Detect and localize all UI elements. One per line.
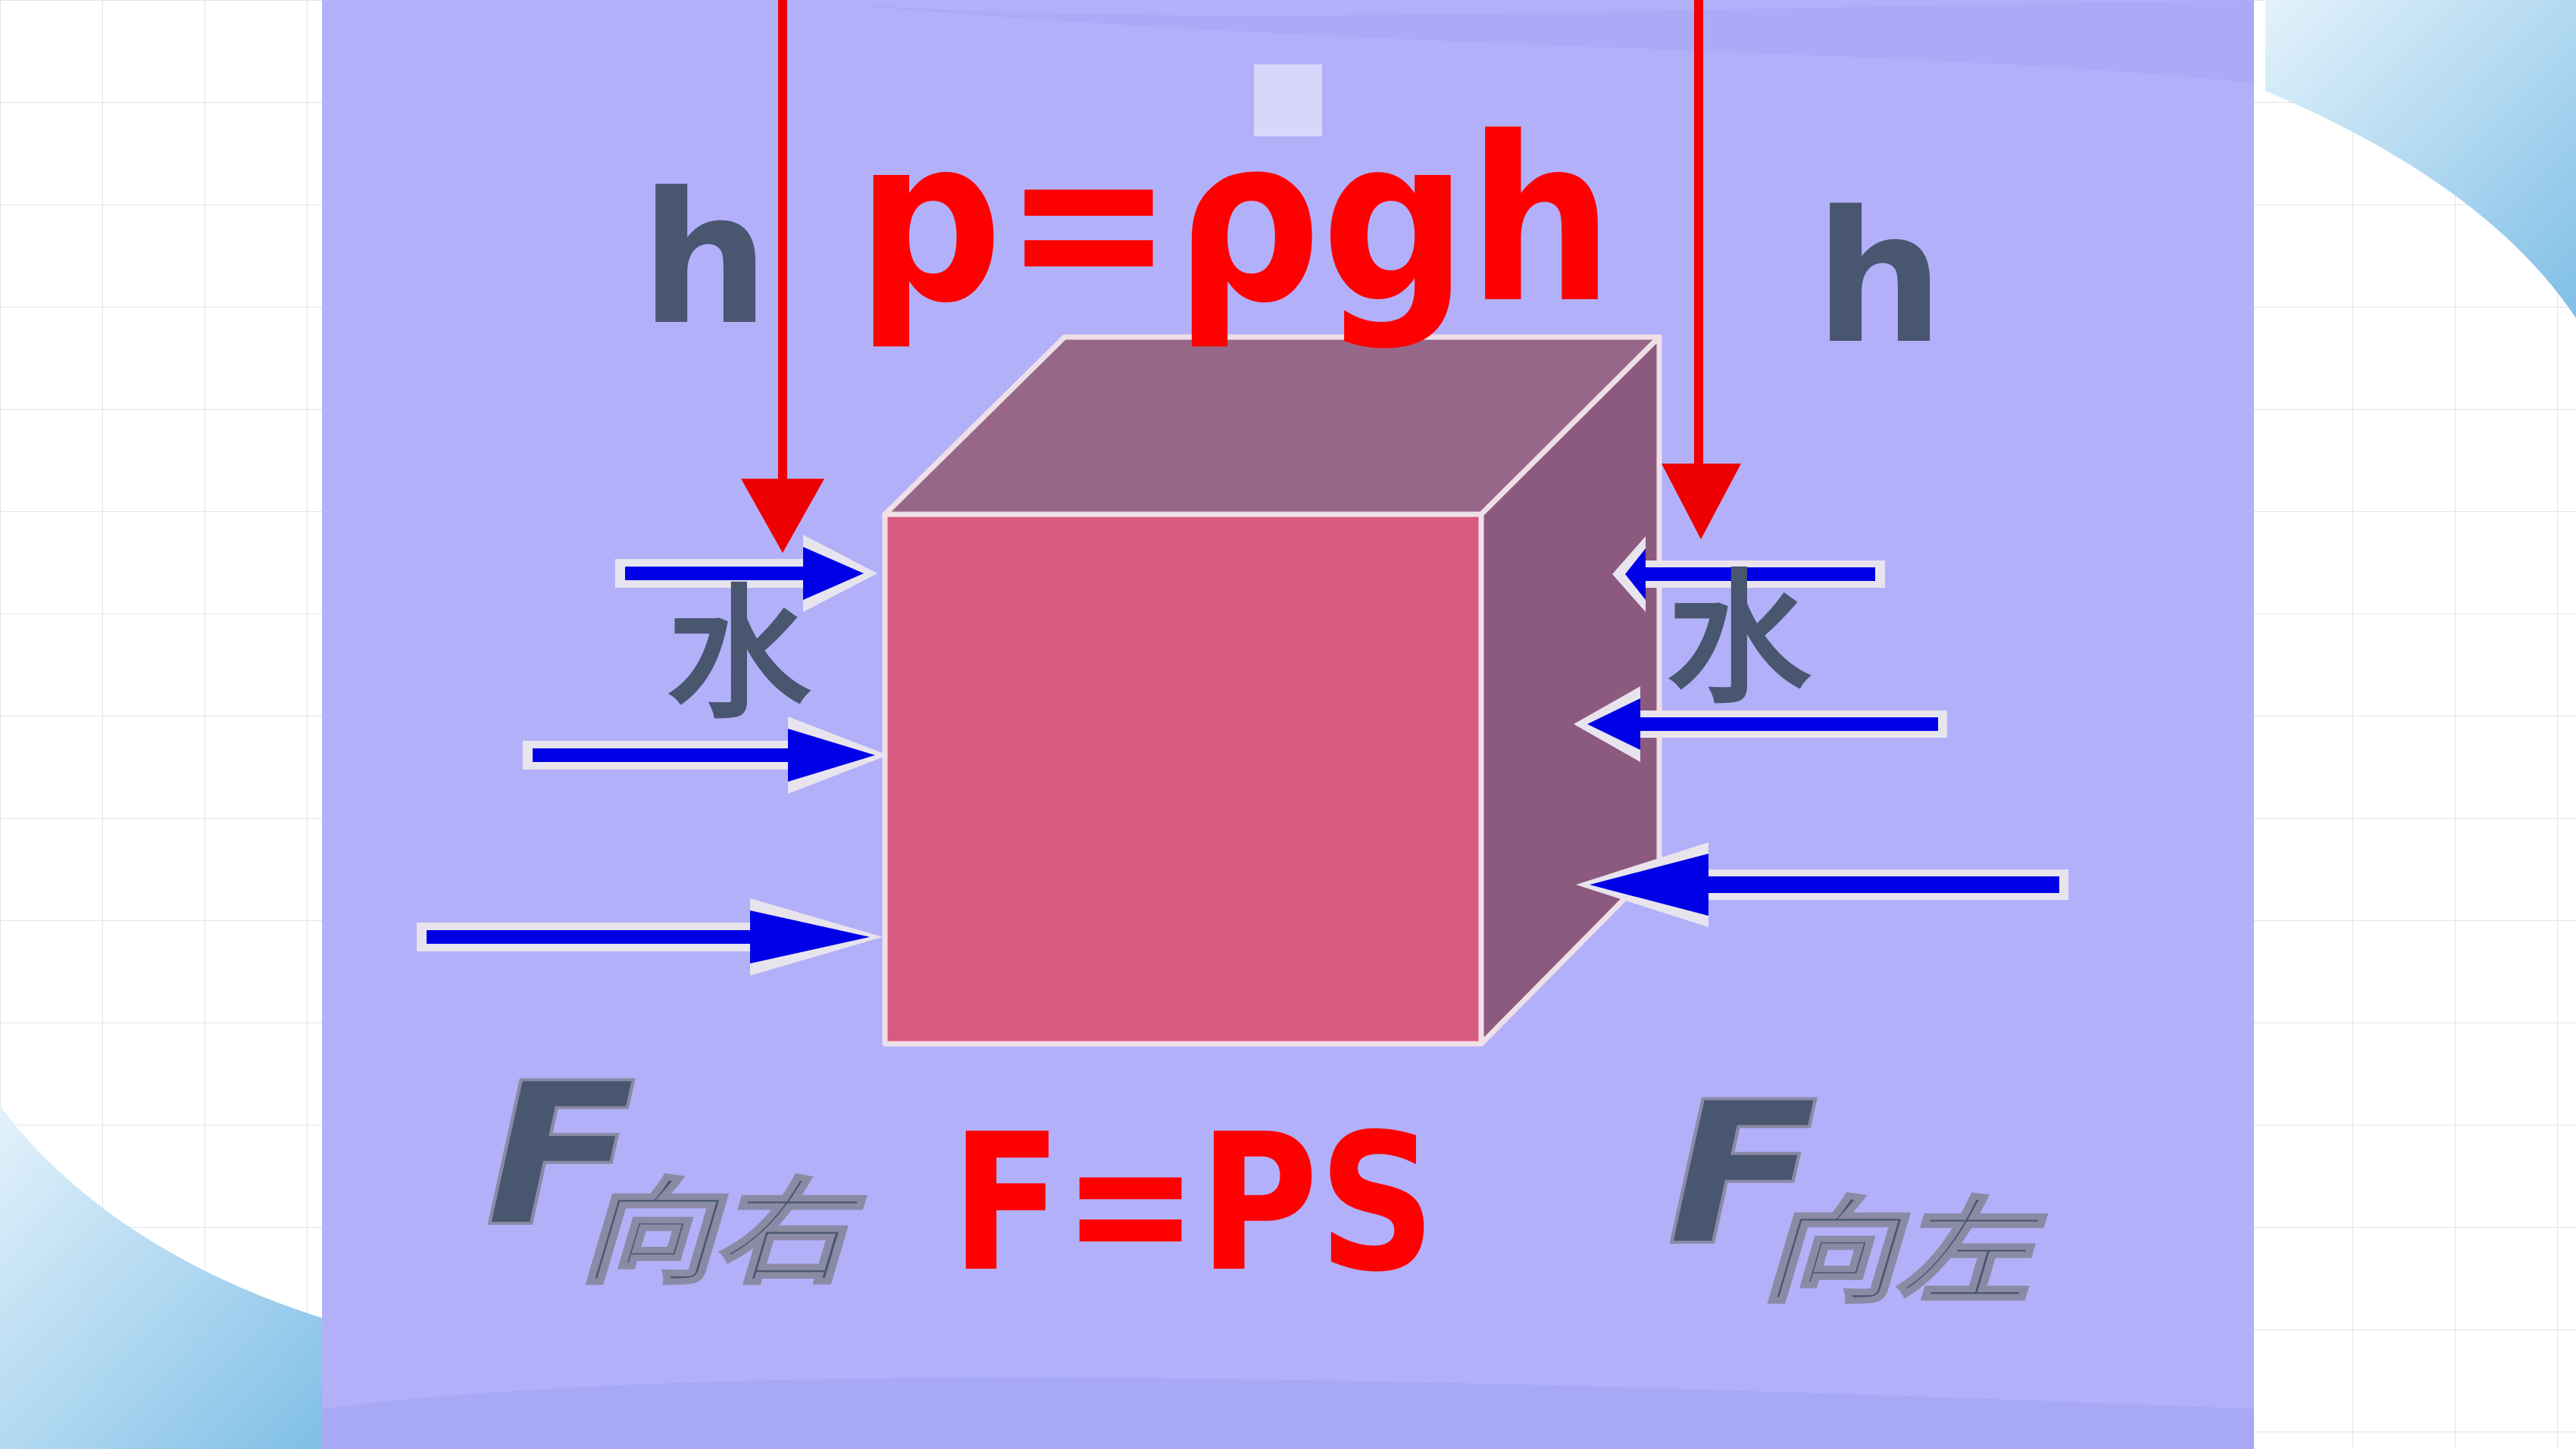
force-right-symbol: F [485, 1041, 636, 1270]
force-right-subscript: 向右 [580, 1168, 865, 1300]
formula-top: p=ρgh [856, 89, 1614, 353]
water-label-left: 水 [667, 571, 811, 739]
panel-bottom-wave [322, 1377, 2254, 1449]
force-right-label: F 向右 [483, 1040, 867, 1301]
force-left-label: F 向左 [1665, 1059, 2048, 1320]
pressure-arrow-right-2 [1574, 686, 1947, 762]
pressure-arrow-right-1 [1612, 536, 1885, 612]
depth-arrow-left [741, 0, 824, 553]
formula-bottom: F=PS [951, 1093, 1436, 1313]
depth-label-right: h [1815, 172, 1944, 384]
force-left-subscript: 向左 [1762, 1187, 2046, 1319]
white-marker [1254, 64, 1322, 136]
pressure-arrow-right-3 [1576, 842, 2068, 927]
corner-wave-top-right [2265, 0, 2576, 318]
pressure-arrow-left-3 [417, 898, 883, 976]
pressure-arrow-left-2 [523, 717, 888, 794]
pressure-arrow-left-1 [615, 535, 877, 612]
force-left-symbol: F [1667, 1060, 1818, 1289]
corner-wave-bottom-left [0, 1106, 322, 1449]
cube-front-face [882, 511, 1484, 1047]
water-label-right: 水 [1667, 556, 1812, 723]
panel-top-wave [796, 0, 2254, 83]
submerged-cube [882, 334, 1662, 1047]
depth-label-left: h [640, 153, 770, 365]
depth-arrow-right [1662, 0, 1741, 539]
